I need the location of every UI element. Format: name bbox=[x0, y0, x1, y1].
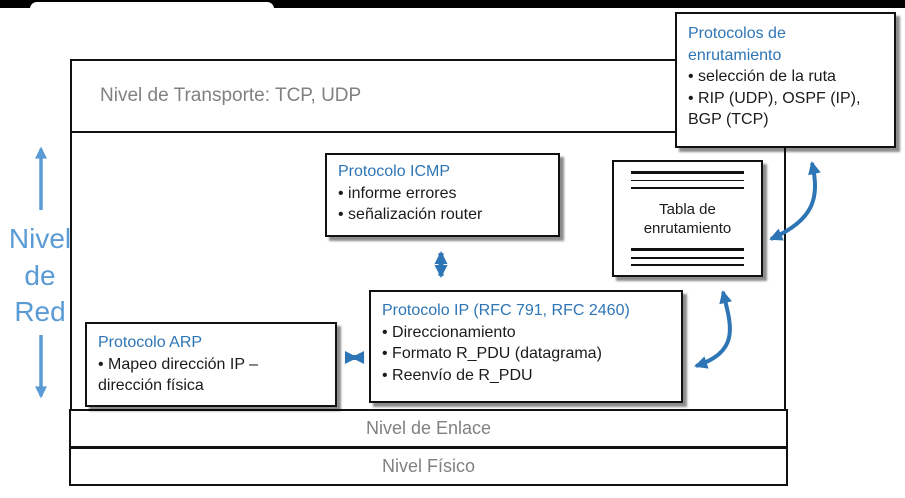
rule-line bbox=[631, 256, 744, 259]
ip-bullet: • Formato R_PDU (datagrama) bbox=[382, 345, 602, 362]
routing-table-box: Tabla de enrutamiento bbox=[612, 160, 763, 277]
side-label-line: Nivel bbox=[8, 223, 72, 254]
arp-protocol-box: Protocolo ARP • Mapeo dirección IP – dir… bbox=[85, 322, 337, 407]
rule-line bbox=[631, 179, 744, 182]
routing-table-label: Tabla de enrutamiento bbox=[643, 200, 732, 237]
routing-protocols-box: Protocolos de enrutamiento • selección d… bbox=[675, 12, 896, 148]
slide-tab-notch bbox=[30, 2, 274, 9]
routing-protocols-bullet: • selección de la ruta bbox=[688, 68, 836, 85]
slide-top-edge-bar bbox=[0, 0, 905, 9]
icmp-bullet: • informe errores bbox=[338, 184, 457, 202]
link-layer-label: Nivel de Enlace bbox=[365, 418, 492, 438]
ip-bullet: • Direccionamiento bbox=[382, 323, 516, 341]
side-label-line: Red bbox=[14, 296, 66, 327]
icmp-box-title: Protocolo ICMP bbox=[338, 163, 451, 180]
transport-layer-label: Nivel de Transporte: TCP, UDP bbox=[100, 85, 362, 106]
side-label-line: de bbox=[24, 259, 56, 291]
physical-layer-label: Nivel Físico bbox=[381, 456, 475, 476]
icmp-bullet: • señalización router bbox=[338, 206, 483, 223]
routing-protocols-box-title: Protocolos de enrutamiento bbox=[688, 25, 786, 64]
link-layer-box: Nivel de Enlace bbox=[69, 409, 788, 448]
physical-layer-box: Nivel Físico bbox=[69, 447, 788, 486]
ip-bullet: • Reenvío de R_PDU bbox=[382, 366, 533, 384]
ruled-lines-icon bbox=[614, 248, 761, 266]
icmp-protocol-box: Protocolo ICMP • informe errores • señal… bbox=[325, 153, 560, 237]
ip-box-title: Protocolo IP (RFC 791, RFC 2460) bbox=[382, 302, 630, 319]
rule-line bbox=[631, 171, 744, 174]
rule-line bbox=[631, 186, 744, 189]
routing-protocols-bullet: • RIP (UDP), OSPF (IP), BGP (TCP) bbox=[688, 89, 861, 129]
rule-line bbox=[631, 248, 744, 252]
arp-box-title: Protocolo ARP bbox=[98, 334, 203, 351]
ruled-lines-icon bbox=[614, 171, 761, 189]
arp-bullet: • Mapeo dirección IP – dirección física bbox=[98, 355, 259, 395]
rule-line bbox=[631, 264, 744, 266]
network-layer-side-label: Nivel de Red bbox=[0, 221, 80, 331]
ip-protocol-box: Protocolo IP (RFC 791, RFC 2460) • Direc… bbox=[369, 290, 683, 403]
transport-layer-box: Nivel de Transporte: TCP, UDP bbox=[70, 59, 786, 133]
